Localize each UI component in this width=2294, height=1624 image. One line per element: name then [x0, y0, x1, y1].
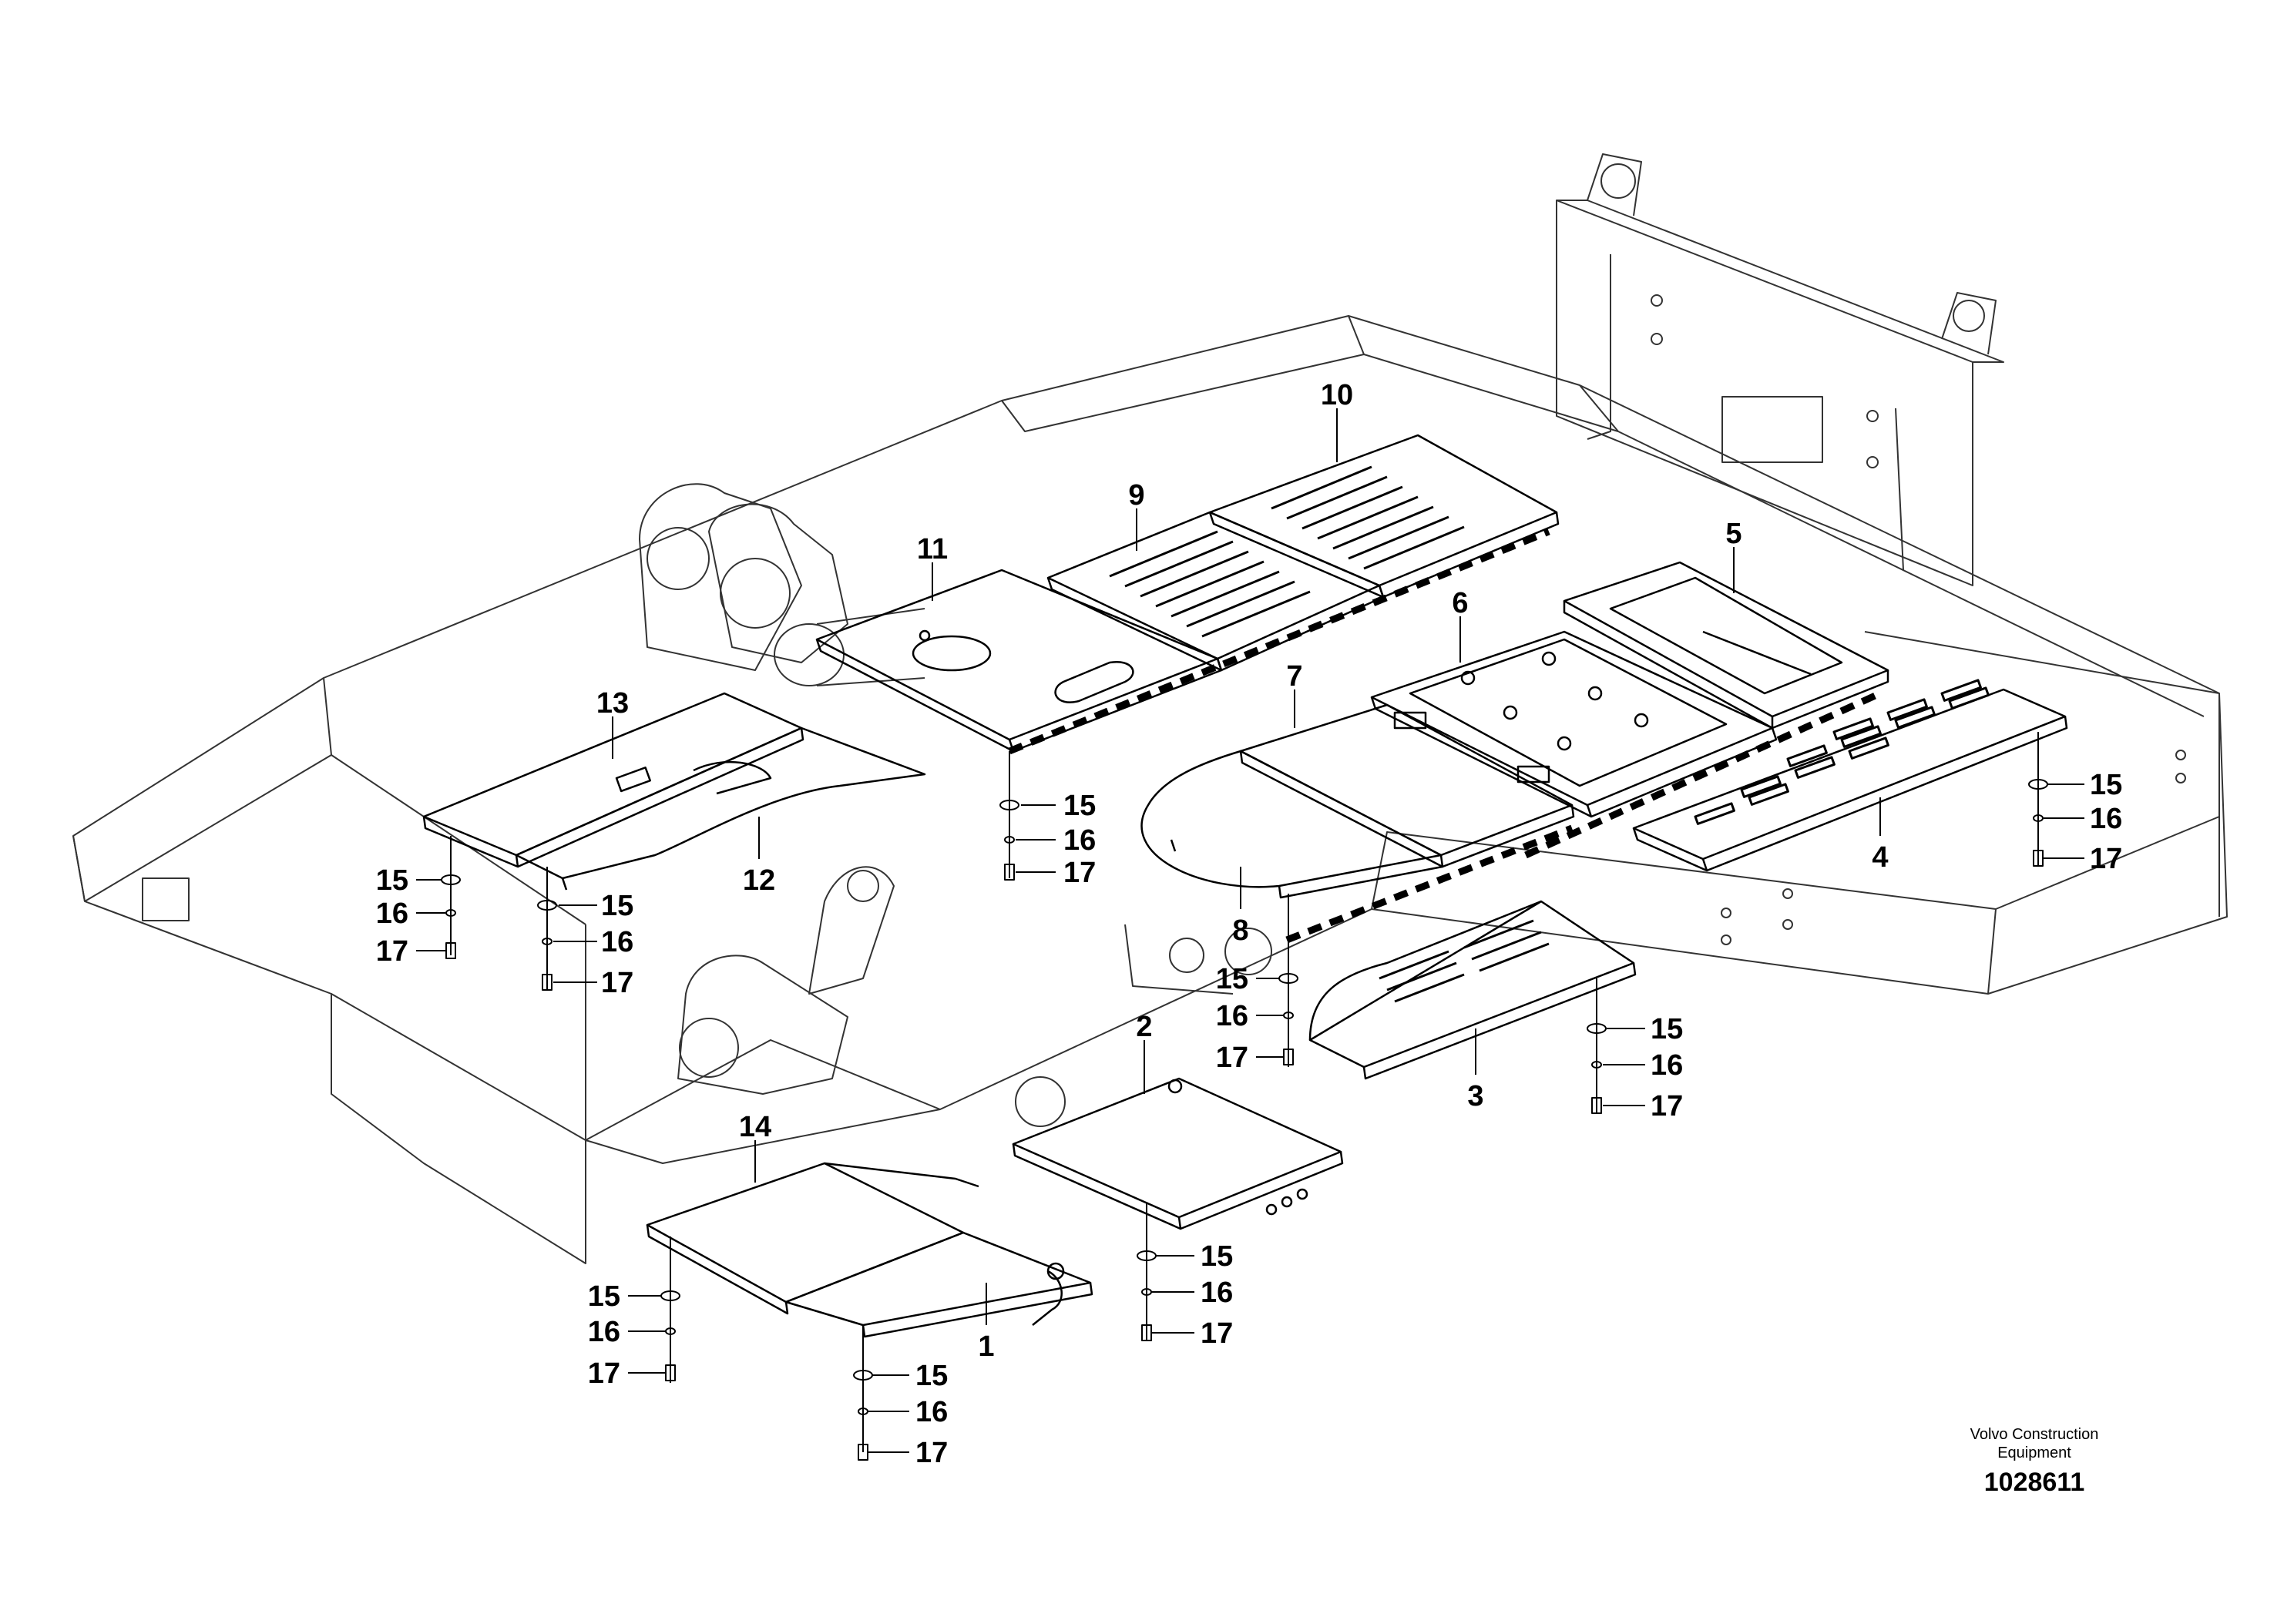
main-frame [72, 315, 2228, 1264]
callout-17-e: 17 [2090, 843, 2122, 875]
plate-5 [1563, 561, 1889, 730]
hardware-stack-b [441, 836, 461, 959]
callout-6: 6 [1452, 587, 1468, 619]
callout-16-g: 16 [1201, 1277, 1233, 1309]
callout-13: 13 [596, 687, 629, 720]
callout-14: 14 [739, 1111, 771, 1143]
callout-5: 5 [1725, 518, 1741, 550]
callout-11: 11 [917, 533, 948, 565]
callout-15-d: 15 [1216, 963, 1248, 995]
callout-15-a: 15 [1063, 790, 1096, 822]
callout-12: 12 [743, 864, 775, 897]
callout-2: 2 [1136, 1011, 1152, 1043]
hardware-stack-f [1587, 978, 1607, 1114]
callout-16-f: 16 [1651, 1049, 1683, 1082]
callout-3: 3 [1467, 1080, 1483, 1112]
hardware-stacks [441, 732, 2048, 1461]
callout-16-a: 16 [1063, 824, 1096, 857]
hardware-stack-e [2028, 732, 2048, 867]
hardware-stack-i [853, 1325, 873, 1461]
hardware-stack-g [1137, 1202, 1157, 1341]
callout-15-h: 15 [588, 1280, 620, 1313]
plate-7 [1239, 703, 1575, 868]
plate-8 [1140, 750, 1443, 899]
callout-17-g: 17 [1201, 1317, 1233, 1350]
hardware-stack-h [660, 1236, 680, 1383]
callout-10: 10 [1321, 379, 1353, 411]
hidden-edge-lines [1008, 528, 1882, 944]
manufacturer-line-1: Volvo Construction [1970, 1426, 2099, 1443]
callout-17-b: 17 [376, 935, 408, 968]
callout-15-g: 15 [1201, 1240, 1233, 1273]
manufacturer-caption: Volvo Construction Equipment [1903, 1425, 2165, 1462]
plate-1 [784, 1231, 1093, 1338]
plate-12 [515, 726, 926, 891]
callout-4: 4 [1872, 841, 1888, 874]
callout-16-d: 16 [1216, 1000, 1248, 1032]
callout-17-i: 17 [915, 1437, 948, 1469]
hardware-stack-d [1278, 894, 1298, 1067]
plate-9 [1046, 511, 1385, 672]
callout-17-h: 17 [588, 1357, 620, 1390]
callout-17-d: 17 [1216, 1042, 1248, 1074]
callout-16-c: 16 [601, 926, 633, 958]
document-number: 1028611 [1983, 1468, 2085, 1497]
hardware-stack-c [537, 867, 557, 991]
plate-3 [1308, 900, 1637, 1080]
boom-pivot [639, 483, 925, 1095]
callout-17-f: 17 [1651, 1090, 1683, 1122]
callout-15-c: 15 [601, 890, 633, 922]
callout-17-c: 17 [601, 967, 633, 999]
manufacturer-line-2: Equipment [1997, 1444, 2071, 1461]
callout-labels: 10 9 11 5 6 7 4 8 13 12 3 2 14 1 15 16 1… [376, 379, 2123, 1469]
plate-11 [815, 569, 1223, 753]
hardware-stack-a [999, 751, 1019, 881]
callout-15-e: 15 [2090, 769, 2122, 801]
callout-16-e: 16 [2090, 803, 2122, 835]
callout-15-b: 15 [376, 864, 408, 897]
plate-10 [1208, 434, 1560, 599]
callout-8: 8 [1232, 914, 1248, 947]
plate-2 [1012, 1077, 1344, 1230]
plate-6 [1370, 630, 1778, 818]
callout-15-f: 15 [1651, 1013, 1683, 1045]
callout-16-h: 16 [588, 1316, 620, 1348]
plate-4 [1632, 679, 2068, 872]
leader-lines [416, 408, 2084, 1453]
callout-16-b: 16 [376, 898, 408, 930]
callout-16-i: 16 [915, 1396, 948, 1428]
rear-mast [1556, 153, 2004, 586]
callout-1: 1 [978, 1330, 994, 1363]
callout-9: 9 [1128, 479, 1144, 512]
callout-15-i: 15 [915, 1360, 948, 1392]
callout-7: 7 [1286, 660, 1302, 693]
callout-17-a: 17 [1063, 857, 1096, 889]
